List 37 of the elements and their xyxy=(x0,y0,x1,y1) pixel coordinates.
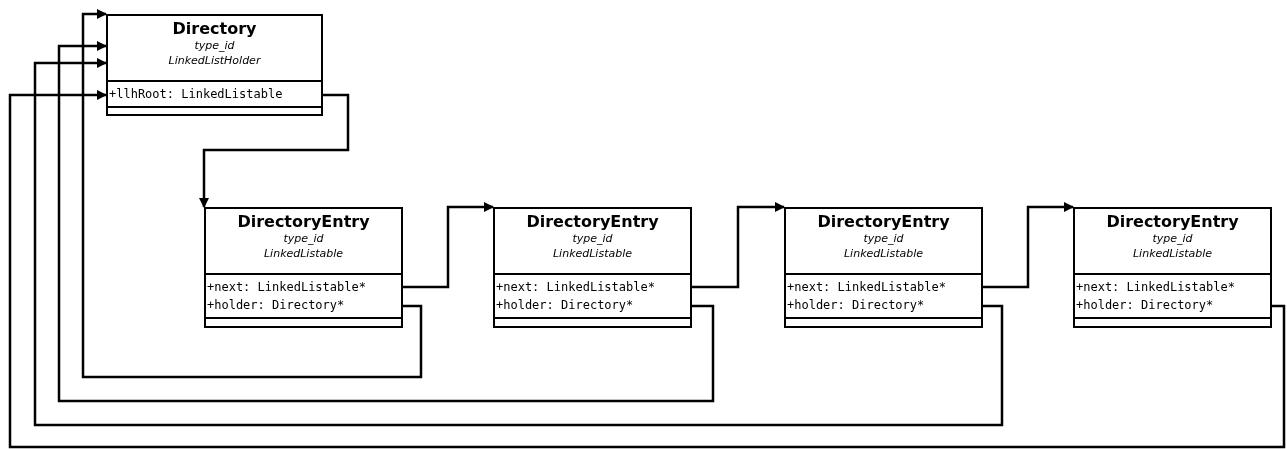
class-box xyxy=(1073,207,1272,328)
association-arrow xyxy=(8,90,1286,449)
association-arrow xyxy=(692,202,785,289)
parent-class-label: LinkedListable xyxy=(843,246,924,261)
attribute-text: +holder: Directory* xyxy=(207,297,346,314)
type-label: type_id xyxy=(863,231,904,246)
class-box xyxy=(204,207,403,328)
parent-class-label: LinkedListable xyxy=(263,246,344,261)
class-box xyxy=(493,207,692,328)
association-arrow xyxy=(57,41,715,403)
type-label: type_id xyxy=(194,38,235,53)
attribute-text: +holder: Directory* xyxy=(787,297,926,314)
class-name: DirectoryEntry xyxy=(817,212,950,231)
class-name: DirectoryEntry xyxy=(237,212,370,231)
association-arrow xyxy=(983,202,1074,289)
parent-class-label: LinkedListable xyxy=(1132,246,1213,261)
parent-class-label: LinkedListHolder xyxy=(168,53,261,68)
class-box xyxy=(784,207,983,328)
attribute-text: +next: LinkedListable* xyxy=(787,279,947,296)
association-arrow xyxy=(33,58,1004,427)
attribute-text: +llhRoot: LinkedListable xyxy=(109,86,284,103)
association-arrow xyxy=(403,202,494,289)
type-label: type_id xyxy=(283,231,324,246)
class-name: Directory xyxy=(172,19,257,38)
class-name: DirectoryEntry xyxy=(526,212,659,231)
attribute-text: +next: LinkedListable* xyxy=(1076,279,1236,296)
attribute-text: +holder: Directory* xyxy=(496,297,635,314)
attribute-text: +next: LinkedListable* xyxy=(207,279,367,296)
type-label: type_id xyxy=(572,231,613,246)
association-arrow xyxy=(199,93,350,208)
type-label: type_id xyxy=(1152,231,1193,246)
parent-class-label: LinkedListable xyxy=(552,246,633,261)
association-arrow xyxy=(81,9,423,379)
attribute-text: +holder: Directory* xyxy=(1076,297,1215,314)
class-name: DirectoryEntry xyxy=(1106,212,1239,231)
attribute-text: +next: LinkedListable* xyxy=(496,279,656,296)
class-box xyxy=(106,14,323,116)
